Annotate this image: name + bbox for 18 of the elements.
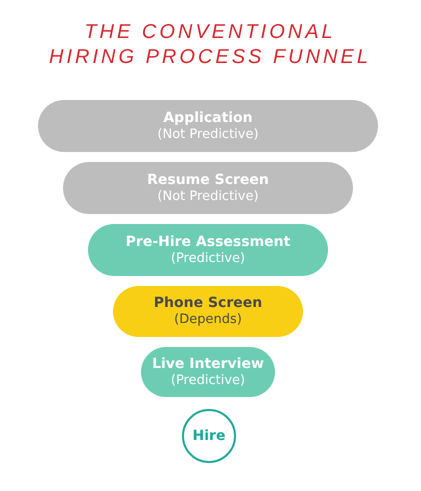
end-circle bbox=[182, 409, 236, 463]
stage-name: Application bbox=[163, 110, 253, 126]
stage-name: Pre-Hire Assessment bbox=[126, 234, 290, 250]
stage-note: (Predictive) bbox=[170, 250, 246, 266]
stage-name: Live Interview bbox=[152, 356, 264, 372]
stage-note: (Depends) bbox=[174, 312, 242, 328]
stage-name: Hire bbox=[192, 428, 226, 444]
stage-name: Phone Screen bbox=[154, 295, 262, 312]
funnel-stage bbox=[113, 286, 303, 337]
funnel-stage bbox=[63, 162, 353, 214]
stage-name: Resume Screen bbox=[147, 172, 269, 188]
funnel-stage bbox=[88, 224, 328, 276]
stage-note: (Predictive) bbox=[170, 372, 246, 388]
title: THE CONVENTIONAL HIRING PROCESS FUNNEL bbox=[48, 20, 372, 70]
stage-note: (Not Predictive) bbox=[157, 188, 259, 204]
funnel-stage bbox=[38, 100, 378, 152]
stage-note: (Not Predictive) bbox=[157, 126, 259, 142]
funnel-stage bbox=[141, 347, 275, 397]
